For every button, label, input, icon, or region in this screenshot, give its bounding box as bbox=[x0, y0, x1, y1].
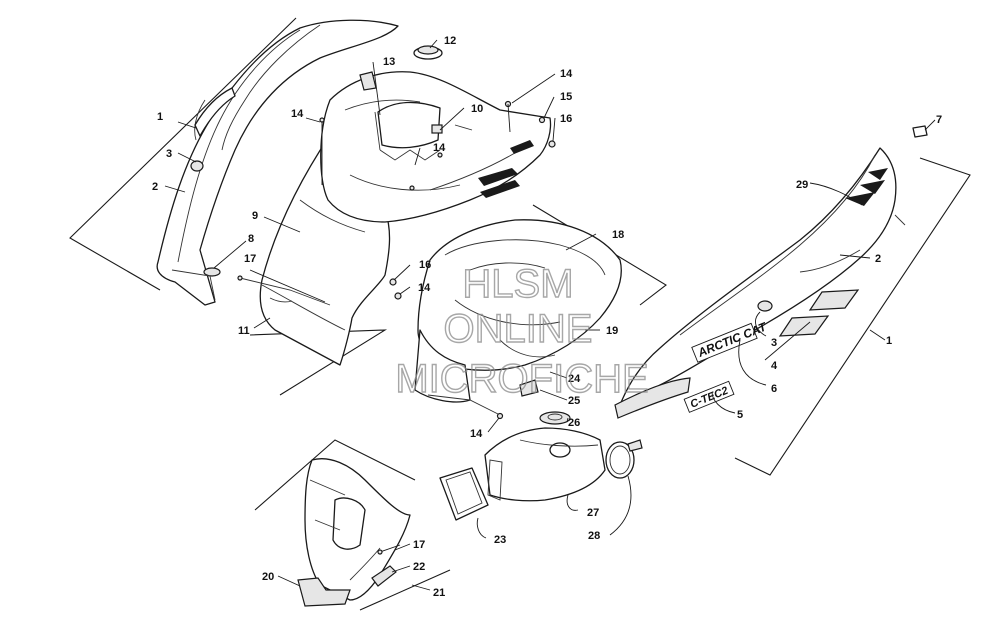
callout-5: 5 bbox=[737, 409, 743, 421]
hardware-group bbox=[389, 100, 556, 420]
right-panel-stripe-1 bbox=[868, 168, 888, 180]
hood-group bbox=[237, 45, 552, 396]
front-fairing-frame bbox=[254, 439, 416, 511]
intake-group bbox=[439, 379, 643, 521]
callout-27: 27 bbox=[587, 507, 599, 519]
callout-2-right: 2 bbox=[875, 253, 881, 265]
callout-22: 22 bbox=[413, 561, 425, 573]
callout-13: 13 bbox=[383, 56, 395, 68]
hood-stripe-2 bbox=[480, 180, 520, 198]
hood-stripe-3 bbox=[510, 140, 534, 154]
callout-28: 28 bbox=[588, 530, 600, 542]
right-panel-stripe-3 bbox=[845, 192, 875, 206]
callout-8: 8 bbox=[248, 233, 254, 245]
intake-bracket bbox=[519, 379, 539, 397]
right-panel-decal-4b bbox=[778, 315, 830, 337]
callout-1-right: 1 bbox=[886, 335, 892, 347]
right-panel-clip bbox=[912, 125, 928, 138]
callout-15: 15 bbox=[560, 91, 572, 103]
left-side-panel-group bbox=[69, 17, 399, 306]
callout-16-mid: 16 bbox=[419, 259, 431, 271]
intake-duct bbox=[484, 427, 606, 502]
air-box-group bbox=[414, 204, 667, 416]
intake-clamp bbox=[605, 441, 635, 479]
callout-3-left: 3 bbox=[166, 148, 172, 160]
front-fairing-bracket bbox=[297, 577, 351, 607]
callout-14-intake: 14 bbox=[470, 428, 483, 440]
intake-grommet bbox=[539, 411, 571, 425]
callout-23: 23 bbox=[494, 534, 506, 546]
callout-14-top-right: 14 bbox=[560, 68, 573, 80]
callout-10: 10 bbox=[471, 103, 483, 115]
callout-16-top: 16 bbox=[560, 113, 572, 125]
callout-6: 6 bbox=[771, 383, 777, 395]
callout-17-bottom: 17 bbox=[413, 539, 425, 551]
watermark: HLSM ONLINE MICROFICHE bbox=[395, 261, 650, 401]
callout-7: 7 bbox=[936, 114, 942, 126]
left-panel-plug bbox=[190, 160, 204, 172]
callouts: 1 3 2 8 17 11 9 14 13 12 10 14 14 15 16 … bbox=[152, 35, 942, 599]
right-side-panel-group: ARCTIC CAT C-TEC2 bbox=[614, 125, 971, 476]
callout-19: 19 bbox=[606, 325, 618, 337]
callout-4: 4 bbox=[771, 360, 778, 372]
right-panel-flap bbox=[614, 377, 691, 419]
left-side-panel-vent bbox=[194, 87, 236, 137]
front-fairing-group bbox=[254, 439, 451, 611]
watermark-line-3: MICROFICHE bbox=[395, 357, 648, 401]
intake-duct-port bbox=[549, 442, 571, 458]
hood-upper bbox=[320, 71, 552, 223]
callout-14-mid: 14 bbox=[418, 282, 431, 294]
hood-vent-tab bbox=[431, 124, 443, 134]
hood-headlight-opening bbox=[377, 101, 441, 149]
callout-20: 20 bbox=[262, 571, 274, 583]
callout-14-hood: 14 bbox=[433, 142, 446, 154]
callout-3-right: 3 bbox=[771, 337, 777, 349]
front-fairing-opening bbox=[332, 497, 366, 550]
callout-1-left: 1 bbox=[157, 111, 163, 123]
callout-17-top: 17 bbox=[244, 253, 256, 265]
callout-18: 18 bbox=[612, 229, 624, 241]
watermark-line-1: HLSM bbox=[462, 262, 573, 306]
callout-12: 12 bbox=[444, 35, 456, 47]
right-panel-plug bbox=[757, 300, 773, 312]
left-side-panel-frame bbox=[69, 17, 297, 291]
callout-21: 21 bbox=[433, 587, 445, 599]
callout-11: 11 bbox=[238, 325, 250, 337]
callout-25: 25 bbox=[568, 395, 580, 407]
callout-24: 24 bbox=[568, 373, 581, 385]
callout-14-left: 14 bbox=[291, 108, 304, 120]
callout-9: 9 bbox=[252, 210, 258, 222]
right-side-panel-frame bbox=[734, 157, 971, 476]
callout-2-left: 2 bbox=[152, 181, 158, 193]
callout-29: 29 bbox=[796, 179, 808, 191]
front-fairing-emblem bbox=[371, 565, 397, 587]
right-panel-stripe-2 bbox=[860, 180, 885, 194]
hood-stripe-1 bbox=[478, 168, 518, 186]
right-panel-decal-4 bbox=[808, 289, 860, 311]
intake-seal bbox=[439, 467, 489, 521]
watermark-line-2: ONLINE bbox=[444, 307, 593, 351]
left-panel-grommet bbox=[203, 267, 221, 277]
leader-lines bbox=[164, 39, 936, 591]
callout-26: 26 bbox=[568, 417, 580, 429]
right-side-panel bbox=[619, 147, 897, 406]
